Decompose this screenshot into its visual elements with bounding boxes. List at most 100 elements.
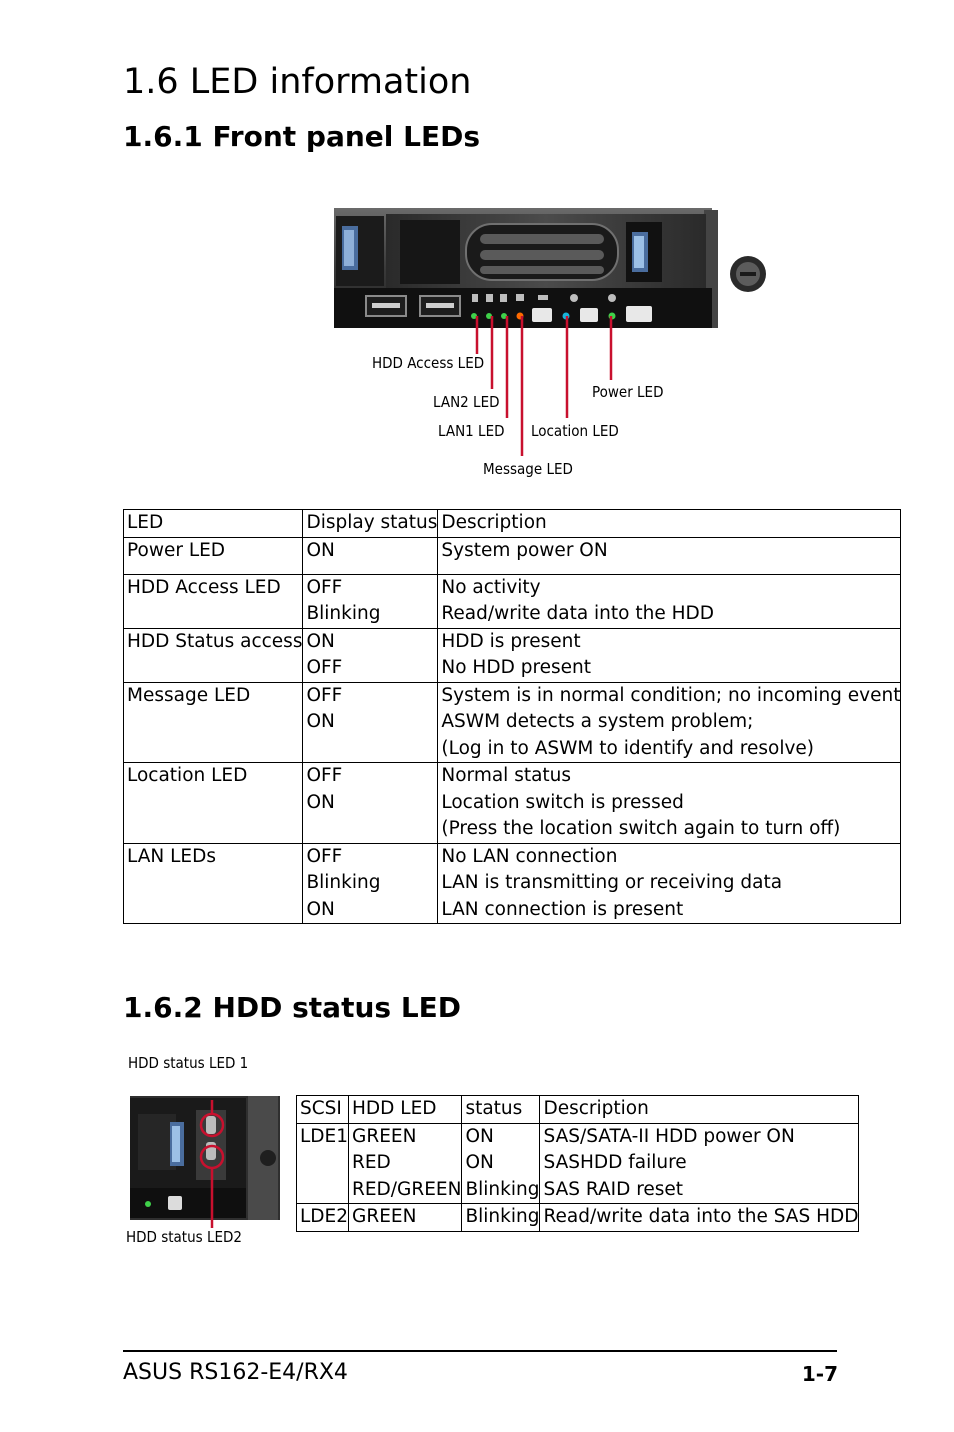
status-cell: ON OFF: [302, 627, 439, 683]
table-header-cell: status: [461, 1095, 541, 1124]
desc-line: LAN connection is present: [441, 898, 684, 920]
status-cell: OFF ON: [302, 762, 439, 844]
table-header-row: LED Display status Description: [122, 509, 902, 538]
status-line: ON: [306, 898, 335, 920]
table-header-row: SCSI HDD LED status Description: [295, 1095, 860, 1124]
desc-line: SASHDD failure: [543, 1152, 687, 1173]
hdd-status-led1-callout: HDD status LED 1: [128, 1054, 249, 1072]
section-heading-hdd-status: 1.6.2 HDD status LED: [123, 991, 462, 1024]
desc-line: Location switch is pressed: [441, 791, 684, 813]
status-line: ON: [465, 1125, 494, 1147]
status-line: ON: [306, 630, 335, 652]
desc-line: LAN is transmitting or receiving data: [441, 872, 783, 893]
hdd-led-cell: GREEN: [348, 1203, 463, 1232]
table-row: Power LED ON System power ON: [122, 536, 902, 575]
table-row: HDD Status access ON OFF HDD is present …: [122, 627, 902, 683]
led-name-cell: Message LED: [122, 681, 304, 763]
table-header-cell: HDD LED: [348, 1095, 463, 1124]
lan1-callout: LAN1 LED: [438, 422, 505, 440]
hdd-status-callout-circles: [199, 1100, 225, 1228]
status-cell: OFF ON: [302, 681, 439, 763]
status-line: OFF: [306, 684, 343, 706]
desc-line: System is in normal condition; no incomi…: [441, 684, 901, 706]
hdd-status-led1-marker: [199, 1112, 225, 1138]
footer-rule: [123, 1350, 837, 1352]
hdd-access-callout: HDD Access LED: [372, 354, 485, 372]
status-line: Blinking: [465, 1206, 540, 1227]
led-name-cell: LAN LEDs: [122, 842, 304, 924]
desc-cell: HDD is present No HDD present: [437, 627, 902, 683]
status-cell: OFF Blinking: [302, 573, 439, 629]
table-header-cell: Display status: [302, 509, 439, 538]
table-row: LDE2 GREEN Blinking Read/write data into…: [295, 1203, 860, 1232]
hdd-led-line: RED/GREEN: [352, 1178, 462, 1200]
status-line: Blinking: [465, 1178, 540, 1200]
front-panel-led-table: LED Display status Description Power LED…: [122, 509, 902, 924]
desc-line: Read/write data into the HDD: [441, 603, 714, 624]
desc-line: (Log in to ASWM to identify and resolve): [441, 737, 815, 759]
hdd-led-line: GREEN: [352, 1206, 417, 1227]
table-row: LDE1 GREEN RED RED/GREEN ON ON Blinking …: [295, 1122, 860, 1204]
led-name-cell: HDD Status access: [122, 627, 304, 683]
hdd-status-led2-marker: [199, 1144, 225, 1170]
hdd-status-led2-callout: HDD status LED2: [126, 1228, 242, 1246]
table-row: Message LED OFF ON System is in normal c…: [122, 681, 902, 763]
table-header-cell: SCSI: [295, 1095, 350, 1124]
table-row: LAN LEDs OFF Blinking ON No LAN connecti…: [122, 842, 902, 924]
table-row: Location LED OFF ON Normal status Locati…: [122, 762, 902, 844]
status-line: Blinking: [306, 603, 381, 624]
desc-line: No HDD present: [441, 657, 592, 678]
desc-cell: SAS/SATA-II HDD power ON SASHDD failure …: [539, 1122, 860, 1204]
desc-line: Normal status: [441, 765, 572, 786]
status-cell: Blinking: [461, 1203, 541, 1232]
status-cell: ON: [302, 536, 439, 575]
hdd-led-line: GREEN: [352, 1125, 417, 1147]
status-line: OFF: [306, 845, 343, 867]
status-line: ON: [465, 1152, 494, 1173]
status-line: OFF: [306, 576, 343, 598]
status-line: OFF: [306, 765, 343, 786]
led-name-cell: HDD Access LED: [122, 573, 304, 629]
desc-cell: System is in normal condition; no incomi…: [437, 681, 902, 763]
section-heading-front-panel: 1.6.1 Front panel LEDs: [123, 120, 480, 153]
desc-line: SAS/SATA-II HDD power ON: [543, 1125, 795, 1147]
status-cell: OFF Blinking ON: [302, 842, 439, 924]
desc-line: No activity: [441, 576, 541, 598]
desc-cell: No activity Read/write data into the HDD: [437, 573, 902, 629]
page-number: 1-7: [801, 1362, 838, 1386]
desc-line: Read/write data into the SAS HDD: [543, 1206, 859, 1227]
scsi-cell: LDE1: [295, 1122, 350, 1204]
table-header-cell: LED: [122, 509, 304, 538]
led-name-cell: Location LED: [122, 762, 304, 844]
message-callout: Message LED: [483, 460, 573, 478]
status-line: ON: [306, 711, 335, 732]
power-callout: Power LED: [592, 383, 664, 401]
desc-line: No LAN connection: [441, 845, 618, 867]
desc-cell: Normal status Location switch is pressed…: [437, 762, 902, 844]
status-line: OFF: [306, 657, 343, 678]
hdd-status-led-table: SCSI HDD LED status Description LDE1 GRE…: [295, 1095, 860, 1232]
table-header-cell: Description: [539, 1095, 860, 1124]
desc-cell: No LAN connection LAN is transmitting or…: [437, 842, 902, 924]
hdd-led-cell: GREEN RED RED/GREEN: [348, 1122, 463, 1204]
status-cell: ON ON Blinking: [461, 1122, 541, 1204]
hdd-led-line: RED: [352, 1152, 391, 1173]
scsi-cell: LDE2: [295, 1203, 350, 1232]
desc-line: HDD is present: [441, 630, 581, 652]
desc-line: ASWM detects a system problem;: [441, 711, 754, 732]
desc-line: (Press the location switch again to turn…: [441, 818, 841, 839]
desc-cell: Read/write data into the SAS HDD: [539, 1203, 860, 1232]
table-row: HDD Access LED OFF Blinking No activity …: [122, 573, 902, 629]
footer-product-name: ASUS RS162-E4/RX4: [123, 1360, 348, 1385]
desc-line: System power ON: [441, 539, 608, 561]
status-line: ON: [306, 539, 335, 561]
hdd-tray-photo: [130, 1096, 280, 1220]
front-panel-photo: [334, 208, 766, 328]
led-name-cell: Power LED: [122, 536, 304, 575]
page-title: 1.6 LED information: [123, 62, 472, 102]
table-header-cell: Description: [437, 509, 902, 538]
desc-cell: System power ON: [437, 536, 902, 575]
location-callout: Location LED: [531, 422, 619, 440]
status-line: Blinking: [306, 872, 381, 893]
